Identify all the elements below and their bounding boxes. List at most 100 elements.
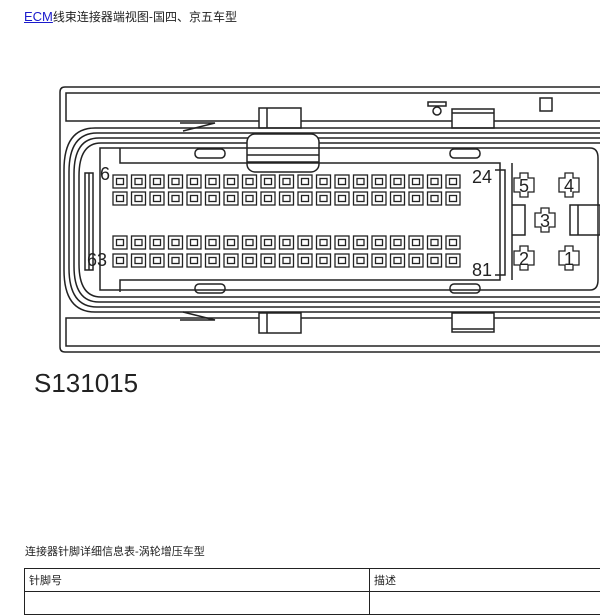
signal-pin-contact <box>376 179 383 185</box>
pin-label-24: 24 <box>472 167 492 187</box>
signal-pin-contact <box>394 240 401 246</box>
signal-pin <box>446 236 460 249</box>
signal-pin <box>113 192 127 205</box>
pin-label-81: 81 <box>472 260 492 280</box>
signal-pin <box>409 175 423 188</box>
signal-pin <box>280 236 294 249</box>
table-row <box>25 592 600 615</box>
signal-pin-contact <box>172 258 179 264</box>
signal-pin-contact <box>320 196 327 202</box>
signal-pin <box>409 236 423 249</box>
signal-pin-contact <box>228 196 235 202</box>
signal-pin-contact <box>209 196 216 202</box>
signal-pin <box>372 254 386 267</box>
signal-pin-contact <box>431 240 438 246</box>
signal-pin-contact <box>172 240 179 246</box>
signal-pin-contact <box>135 179 142 185</box>
table-caption: 连接器针脚详细信息表-涡轮增压车型 <box>25 543 205 559</box>
signal-pin <box>169 236 183 249</box>
signal-pin-contact <box>246 240 253 246</box>
signal-pin-contact <box>450 258 457 264</box>
signal-pin-contact <box>246 179 253 185</box>
signal-pin <box>391 254 405 267</box>
signal-pin-contact <box>135 240 142 246</box>
signal-pin-contact <box>450 240 457 246</box>
signal-pin <box>298 236 312 249</box>
signal-pin <box>317 236 331 249</box>
signal-pin-contact <box>431 258 438 264</box>
signal-pin <box>113 175 127 188</box>
signal-pin-contact <box>302 258 309 264</box>
signal-pin-contact <box>246 258 253 264</box>
signal-pin <box>354 236 368 249</box>
signal-pin-contact <box>154 258 161 264</box>
signal-pin <box>187 192 201 205</box>
pin-label-6: 6 <box>100 164 110 184</box>
signal-pin <box>132 254 146 267</box>
connector-housing <box>60 87 600 352</box>
signal-pin-contact <box>357 240 364 246</box>
signal-pin-contact <box>117 258 124 264</box>
signal-pin-contact <box>191 179 198 185</box>
signal-pin <box>243 175 257 188</box>
signal-pin-contact <box>302 240 309 246</box>
signal-pin-contact <box>357 258 364 264</box>
signal-pin-contact <box>320 258 327 264</box>
signal-pin <box>428 236 442 249</box>
power-pin-label: 3 <box>540 211 550 231</box>
signal-pin <box>391 175 405 188</box>
signal-pin-contact <box>450 196 457 202</box>
signal-pin <box>335 175 349 188</box>
signal-pin <box>335 192 349 205</box>
table-cell <box>25 592 370 615</box>
signal-pin-contact <box>265 240 272 246</box>
signal-pin <box>206 236 220 249</box>
signal-pin-contact <box>154 240 161 246</box>
signal-pin-contact <box>265 258 272 264</box>
signal-pin-contact <box>209 179 216 185</box>
signal-pin-contact <box>431 196 438 202</box>
signal-pin <box>150 175 164 188</box>
signal-pin <box>354 192 368 205</box>
signal-pin <box>187 236 201 249</box>
signal-pin <box>446 192 460 205</box>
signal-pin-contact <box>209 258 216 264</box>
signal-pin-contact <box>394 179 401 185</box>
signal-pin <box>372 192 386 205</box>
signal-pin-contact <box>228 240 235 246</box>
signal-pin <box>280 175 294 188</box>
signal-pin <box>280 192 294 205</box>
signal-pin <box>317 175 331 188</box>
signal-pin-contact <box>172 196 179 202</box>
signal-pin <box>446 254 460 267</box>
signal-pin <box>428 175 442 188</box>
signal-pin <box>317 254 331 267</box>
signal-pin-contact <box>413 258 420 264</box>
signal-pin <box>317 192 331 205</box>
signal-pin <box>372 236 386 249</box>
signal-pin <box>391 236 405 249</box>
signal-pin-contact <box>191 196 198 202</box>
signal-pin <box>298 254 312 267</box>
signal-pin-contact <box>283 240 290 246</box>
signal-pin-contact <box>135 258 142 264</box>
signal-pin-contact <box>283 196 290 202</box>
signal-pin-contact <box>265 179 272 185</box>
signal-pin-contact <box>117 179 124 185</box>
signal-pin <box>280 254 294 267</box>
signal-pin-contact <box>117 196 124 202</box>
signal-pin <box>224 254 238 267</box>
signal-pin <box>298 192 312 205</box>
diagram-code: S131015 <box>34 368 138 398</box>
signal-pin <box>224 175 238 188</box>
signal-pin <box>243 254 257 267</box>
table-cell <box>370 592 600 615</box>
signal-pin <box>132 192 146 205</box>
header-description: 描述 <box>370 569 600 592</box>
signal-pin <box>298 175 312 188</box>
signal-pin <box>150 236 164 249</box>
signal-pin <box>150 192 164 205</box>
signal-pin-contact <box>283 258 290 264</box>
pin-label-63: 63 <box>87 250 107 270</box>
signal-pin-contact <box>191 240 198 246</box>
